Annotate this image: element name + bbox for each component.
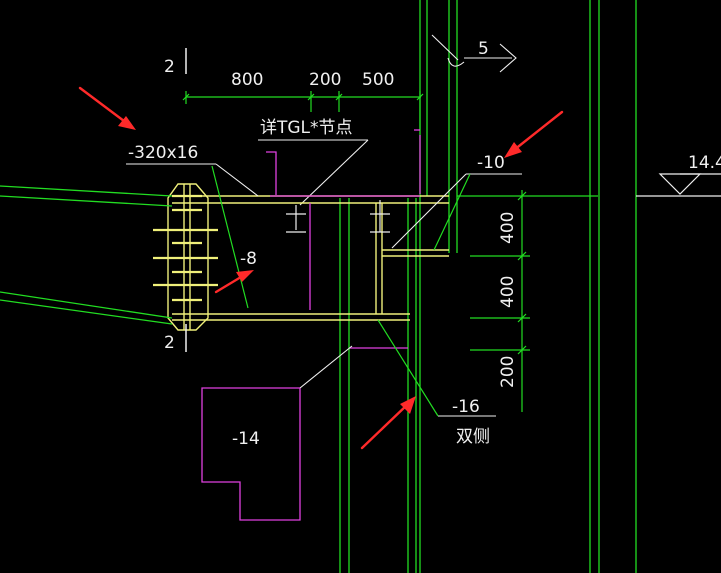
inclined-beam — [0, 185, 173, 325]
magenta-plates — [270, 195, 420, 349]
right-dimension-chain — [457, 190, 598, 412]
red-arrow-2 — [214, 270, 254, 294]
red-arrow-1 — [78, 86, 136, 130]
dim-500-label: 500 — [362, 70, 394, 90]
plate-top-label: -320x16 — [128, 143, 198, 163]
plate-mid-leader — [211, 165, 249, 309]
plate-right-leader — [391, 173, 522, 249]
dim-200-right-label: 200 — [498, 356, 518, 388]
axis-symbol — [431, 34, 517, 73]
dim-800-label: 800 — [231, 70, 263, 90]
plate-top-leader — [126, 163, 259, 197]
top-dimension-chain — [182, 91, 424, 130]
plate-bolts — [153, 194, 218, 302]
detail-note-leader — [258, 139, 369, 206]
red-arrow-3 — [504, 110, 564, 158]
plate-big-label: -14 — [232, 429, 260, 449]
plate-right-leader-green — [433, 173, 471, 251]
both-sides-label: 双侧 — [456, 427, 490, 447]
section-mark-top: 2 — [164, 57, 175, 77]
dim-200-top-label: 200 — [309, 70, 341, 90]
elevation-mark — [636, 173, 721, 197]
detail-note: 详TGL*节点 — [260, 118, 353, 138]
plate-right-label: -10 — [477, 153, 505, 173]
column-lines — [339, 0, 637, 573]
plate-big-leader — [299, 345, 353, 389]
dim-400-b-label: 400 — [498, 276, 518, 308]
plate-big — [201, 387, 301, 521]
plate-mid-label: -8 — [240, 249, 257, 269]
elevation-label: 14.4 — [688, 153, 721, 173]
beam-bottom-flange — [172, 313, 410, 321]
red-arrow-4 — [360, 396, 416, 450]
red-arrows — [78, 86, 564, 450]
plate-bottom-label: -16 — [452, 397, 480, 417]
plate-bottom-leader — [377, 319, 439, 417]
bolt-symbols — [286, 200, 390, 233]
dim-400-a-label: 400 — [498, 212, 518, 244]
axis-number: 5 — [478, 39, 489, 59]
magenta-marks — [266, 129, 421, 195]
beam-stiffener — [375, 203, 449, 314]
section-mark-bottom: 2 — [164, 333, 175, 353]
